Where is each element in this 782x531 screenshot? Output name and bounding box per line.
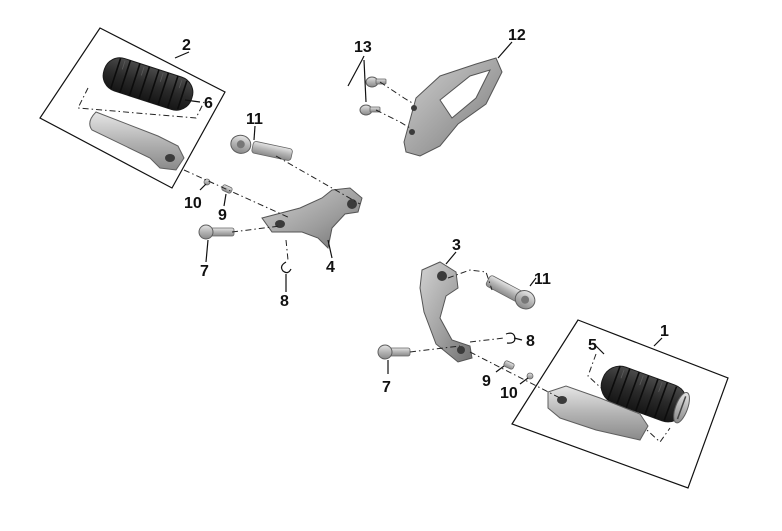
- left-footpeg-body: [89, 111, 185, 171]
- callout-8-left: 8: [280, 293, 289, 310]
- heel-guard: [403, 57, 503, 157]
- right-footpeg-assembly: [511, 319, 729, 489]
- right-spring-9: [503, 360, 515, 370]
- left-clip-8: [280, 261, 292, 274]
- callout-labels: 2 6 10 9 7 11 8 4 13 12 3 11 8 7 9 10 5 …: [182, 27, 669, 402]
- callout-9-left: 9: [218, 207, 227, 224]
- callout-13: 13: [354, 39, 372, 56]
- callout-9-right: 9: [482, 373, 491, 390]
- right-pin-10: [526, 372, 534, 380]
- callout-10-left: 10: [184, 195, 202, 212]
- leader-lines: [174, 41, 663, 385]
- right-bolt-7: [377, 344, 411, 360]
- right-footpeg-body: [547, 385, 649, 441]
- callout-3: 3: [452, 237, 461, 254]
- left-rubber-bracket: [77, 87, 205, 119]
- left-bolt-7: [198, 224, 235, 240]
- assembly-lines: [183, 81, 561, 399]
- left-footpeg-rubber: [102, 57, 194, 111]
- callout-12: 12: [508, 27, 526, 44]
- callout-2: 2: [182, 37, 191, 54]
- right-bracket: [419, 261, 473, 363]
- right-clip-8: [505, 332, 516, 344]
- callout-4: 4: [326, 259, 335, 276]
- left-bolt-11: [230, 134, 293, 161]
- right-bolt-11: [485, 275, 536, 310]
- callout-1: 1: [660, 323, 669, 340]
- callout-6: 6: [204, 95, 213, 112]
- callout-10-right: 10: [500, 385, 518, 402]
- callout-8-right: 8: [526, 333, 535, 350]
- heel-guard-screws-13: [359, 76, 387, 116]
- left-bracket: [261, 187, 363, 250]
- callout-7-right: 7: [382, 379, 391, 396]
- callout-5: 5: [588, 337, 597, 354]
- right-footpeg-frame: [511, 319, 729, 489]
- left-footpeg-frame: [39, 27, 226, 189]
- right-footpeg-rubber: [600, 365, 690, 424]
- left-spring-9: [221, 184, 233, 194]
- callout-7-left: 7: [200, 263, 209, 280]
- left-footpeg-assembly: [39, 27, 233, 194]
- callout-11-right: 11: [534, 271, 551, 288]
- callout-11-left: 11: [246, 111, 263, 128]
